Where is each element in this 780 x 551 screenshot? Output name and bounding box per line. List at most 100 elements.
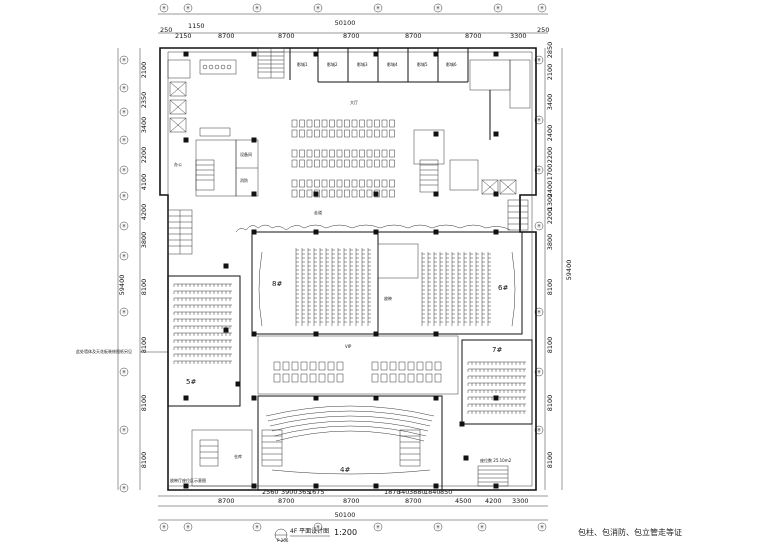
structural-column — [373, 191, 379, 197]
grid-bubble-label: H — [376, 6, 379, 11]
structural-column — [373, 51, 379, 57]
vip-seat — [336, 361, 344, 371]
structural-column — [433, 131, 439, 137]
lobby-seat — [306, 189, 313, 198]
grid-bubbles-bottom: H H H H H H H H — [159, 522, 547, 532]
vip-seat — [300, 373, 308, 383]
grid-bubbles-right: H H H H H H H — [534, 55, 544, 435]
lobby-seat — [359, 119, 365, 128]
structural-column — [463, 455, 469, 461]
grid-bubble-label: H — [122, 310, 125, 315]
right-dim-10: 3800 — [546, 234, 554, 251]
vip-seating — [273, 361, 442, 383]
lobby-seat — [344, 119, 350, 128]
lobby-seat — [344, 159, 350, 168]
left-dim-4: 2200 — [140, 147, 148, 164]
structural-column — [313, 331, 319, 337]
hall-4-seat-arc — [265, 405, 435, 417]
hall-4-seat-arc — [267, 410, 433, 422]
structural-column — [433, 51, 439, 57]
lobby-seat — [336, 119, 343, 128]
bottom-dim-7: 3880 — [409, 488, 426, 496]
grid-bubble-label: H — [540, 525, 543, 530]
top-dim-7: 8700 — [405, 32, 422, 40]
grid-bubble-label: H — [496, 6, 499, 11]
lobby-seat — [374, 179, 380, 188]
structural-column — [183, 483, 189, 489]
room-label-4: 影城4 — [387, 61, 398, 67]
structural-column — [251, 483, 257, 489]
hall-7-seating — [467, 361, 526, 414]
lobby-seat — [389, 189, 395, 198]
hall-4-seat-arc — [275, 430, 425, 442]
lobby-seat — [321, 119, 328, 128]
vip-seat — [282, 361, 290, 371]
bottom-dim-11: 8700 — [278, 497, 295, 505]
hall-7-label: 7# — [492, 346, 502, 354]
left-dim-9: 8100 — [140, 337, 148, 354]
lobby-seat — [299, 119, 305, 128]
structural-column — [313, 229, 319, 235]
grid-bubble-label: H — [122, 428, 125, 433]
lobby-seat — [366, 159, 373, 168]
lobby-seat — [299, 149, 305, 158]
left-dim-6: 4200 — [140, 204, 148, 221]
lobby-seat — [329, 129, 335, 138]
hall-5-seating — [173, 283, 232, 364]
lobby-seat — [359, 149, 365, 158]
structural-column — [493, 229, 499, 235]
hall-5-label: 5# — [186, 378, 196, 386]
lobby-seat — [336, 129, 343, 138]
lobby-seat — [314, 119, 320, 128]
structural-column — [251, 51, 257, 57]
bottom-dim-12: 8700 — [343, 497, 360, 505]
bottom-dim-1: 2560 — [262, 488, 279, 496]
structural-column — [373, 229, 379, 235]
structural-columns — [183, 51, 499, 489]
grid-bubble-label: H — [436, 6, 439, 11]
structural-column — [433, 395, 439, 401]
left-dim-7: 3800 — [140, 232, 148, 249]
drawing-scale: 1:200 — [334, 528, 357, 537]
top-dimension-chain: 50100 250 2150 1150 8700 8700 8700 8700 … — [158, 13, 549, 40]
lobby-seat — [336, 189, 343, 198]
bottom-dim-9: 850 — [440, 488, 452, 496]
lobby-seat — [306, 149, 313, 158]
lobby-seat — [381, 119, 388, 128]
lobby-seat — [374, 159, 380, 168]
hall-4-seat-arc — [273, 425, 427, 437]
vip-seat — [309, 373, 317, 383]
lobby-seat — [344, 149, 350, 158]
top-rooms: 影城1 影城2 影城3 影城4 影城5 影城6 — [257, 47, 531, 140]
right-dim-3: 3400 — [546, 94, 554, 111]
right-dim-2: 2100 — [546, 64, 554, 81]
grid-bubble-label: H — [122, 194, 125, 199]
lobby-seat — [366, 119, 373, 128]
grid-bubble-label: H — [122, 110, 125, 115]
grid-bubble-label: H — [122, 254, 125, 259]
room-label-2: 影城2 — [327, 61, 338, 67]
vip-label: VIP — [345, 344, 352, 349]
grid-bubble-label: H — [376, 525, 379, 530]
bottom-left-note: 放映厅座位区示意图 — [170, 477, 206, 483]
lobby-seat — [351, 119, 358, 128]
lobby-seat — [314, 129, 320, 138]
right-dim-13: 8100 — [546, 395, 554, 412]
structural-column — [433, 191, 439, 197]
lobby-seat — [381, 179, 388, 188]
lobby-seat — [299, 179, 305, 188]
lobby-seat — [291, 119, 298, 128]
lobby-seat — [389, 159, 395, 168]
bottom-dim-15: 4200 — [485, 497, 502, 505]
hall-4-block: 4# — [257, 395, 443, 491]
structural-column — [251, 395, 257, 401]
lobby-seat — [321, 159, 328, 168]
vip-seat — [425, 361, 433, 371]
top-dim-3: 1150 — [188, 22, 205, 30]
lobby-seat — [351, 149, 358, 158]
lobby-seat — [321, 149, 328, 158]
right-dim-1: 2850 — [546, 42, 554, 59]
lobby-seating-group — [291, 119, 395, 198]
grid-bubble-label: H — [122, 486, 125, 491]
left-dim-5: 4100 — [140, 174, 148, 191]
